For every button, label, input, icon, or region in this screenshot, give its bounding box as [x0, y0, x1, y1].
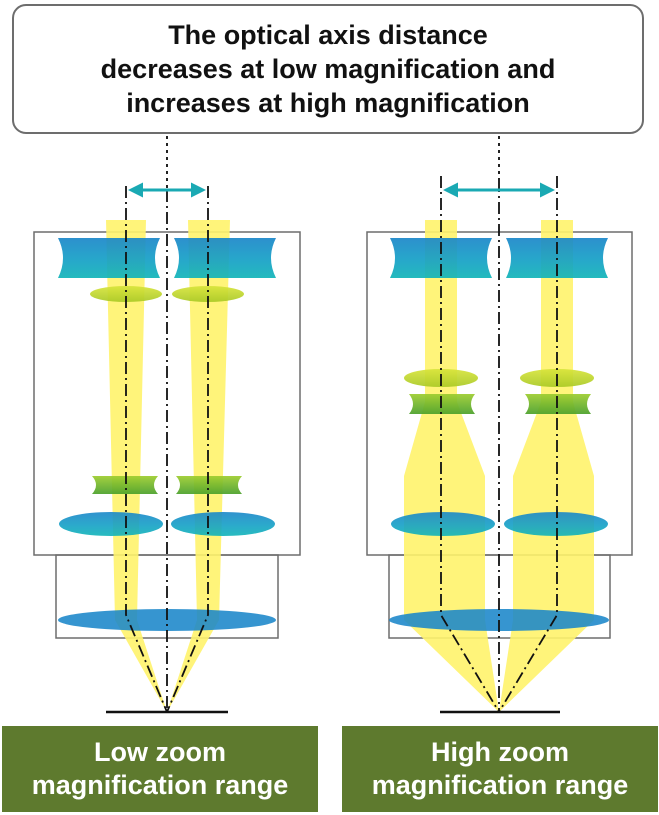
low-concave-lens-right [174, 238, 276, 278]
low-green-concave-left [92, 476, 158, 494]
callout-text: The optical axis distance decreases at l… [48, 18, 608, 120]
low-optical-axis-right [166, 186, 209, 713]
low-green-concave-right [176, 476, 242, 494]
high-convex-lens-left [391, 512, 495, 536]
high-optical-axis-left [440, 176, 500, 713]
low-zoom-panel [33, 182, 301, 714]
callout-line-3: increases at high magnification [126, 88, 530, 118]
low-concave-lens-left [58, 238, 160, 278]
low-optical-axis-left [125, 186, 168, 713]
high-zoom-label: High zoom magnification range [342, 726, 658, 812]
high-zoom-label-line-1: High zoom [431, 737, 569, 767]
low-convex-lens-small-left [90, 286, 162, 302]
high-zoom-label-line-2: magnification range [371, 770, 629, 800]
low-convex-lens-left [59, 512, 163, 536]
high-optical-axis-right [498, 176, 558, 713]
low-zoom-label-line-2: magnification range [31, 770, 289, 800]
high-green-concave-right [525, 394, 591, 414]
low-zoom-label: Low zoom magnification range [2, 726, 318, 812]
high-convex-lens-right [504, 512, 608, 536]
low-convex-lens-small-right [172, 286, 244, 302]
callout-line-1: The optical axis distance [168, 20, 488, 50]
callout-box: The optical axis distance decreases at l… [12, 4, 644, 134]
high-green-concave-left [409, 394, 475, 414]
high-zoom-panel [366, 176, 633, 714]
low-beam-right [167, 220, 230, 712]
high-beam-right [499, 220, 594, 712]
low-zoom-label-line-1: Low zoom [94, 737, 226, 767]
low-beam-left [106, 220, 167, 712]
callout-line-2: decreases at low magnification and [100, 54, 556, 84]
low-convex-lens-right [171, 512, 275, 536]
high-beam-left [404, 220, 499, 712]
